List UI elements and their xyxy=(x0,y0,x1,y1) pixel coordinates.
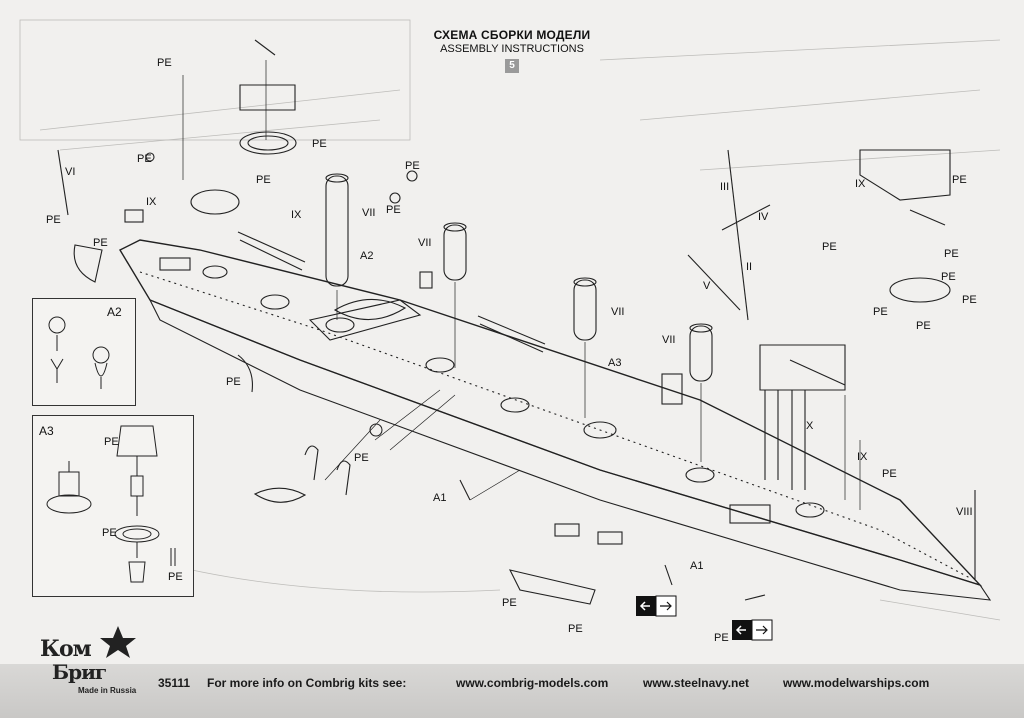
combrig-logo-line1: Ком xyxy=(40,636,92,662)
callout-roman: VII xyxy=(662,334,676,346)
callout-pe: PE xyxy=(157,57,172,69)
callout-pe: PE xyxy=(104,436,119,448)
callout-pe: PE xyxy=(46,214,61,226)
callout-pe: PE xyxy=(386,204,401,216)
inset-a3-title: A3 xyxy=(39,424,54,438)
made-in-russia: Made in Russia xyxy=(78,686,137,695)
callout-a3: A3 xyxy=(608,357,622,369)
callout-pe: PE xyxy=(822,241,837,253)
callout-roman: IX xyxy=(855,178,866,190)
callout-pe: PE xyxy=(916,320,931,332)
link-combrig[interactable]: www.combrig-models.com xyxy=(456,676,609,690)
footer-info-text: For more info on Combrig kits see: xyxy=(207,676,407,690)
callout-roman: VIII xyxy=(956,506,973,518)
callout-roman: IX xyxy=(857,451,868,463)
callout-a2: A2 xyxy=(360,250,374,262)
callout-pe: PE xyxy=(354,452,369,464)
callout-pe: PE xyxy=(102,527,117,539)
callout-pe: PE xyxy=(312,138,327,150)
callout-roman: III xyxy=(720,181,730,193)
inset-a2-drawing xyxy=(48,316,110,389)
link-steelnavy[interactable]: www.steelnavy.net xyxy=(643,676,750,690)
callout-roman: VI xyxy=(65,166,76,178)
callout-pe: PE xyxy=(941,271,956,283)
inset-a3: A3 xyxy=(32,415,194,597)
callout-roman: IX xyxy=(146,196,157,208)
callout-pe: PE xyxy=(256,174,271,186)
callout-a1: A1 xyxy=(690,560,704,572)
title-english: ASSEMBLY INSTRUCTIONS xyxy=(440,43,584,55)
callout-roman: VII xyxy=(611,306,625,318)
title-russian: СХЕМА СБОРКИ МОДЕЛИ xyxy=(433,28,591,42)
inset-a2: A2 xyxy=(32,298,136,406)
sheet-header: СХЕМА СБОРКИ МОДЕЛИ ASSEMBLY INSTRUCTION… xyxy=(0,28,1024,73)
footer-band xyxy=(0,664,1024,718)
callout-pe: PE xyxy=(962,294,977,306)
inset-a3-drawing xyxy=(46,425,176,583)
link-modelwarships[interactable]: www.modelwarships.com xyxy=(783,676,930,690)
callout-roman: X xyxy=(806,420,814,432)
callout-roman: V xyxy=(703,280,711,292)
callout-roman: IX xyxy=(291,209,302,221)
callout-pe: PE xyxy=(137,153,152,165)
callout-roman: VII xyxy=(362,207,376,219)
callout-pe: PE xyxy=(568,623,583,635)
callout-pe: PE xyxy=(168,571,183,583)
combrig-logo-line2: Бриг xyxy=(52,660,107,684)
callout-pe: PE xyxy=(502,597,517,609)
callout-pe: PE xyxy=(226,376,241,388)
callout-roman: II xyxy=(746,261,753,273)
callout-pe: PE xyxy=(714,632,729,644)
callout-pe: PE xyxy=(882,468,897,480)
callout-roman: VII xyxy=(418,237,432,249)
callout-pe: PE xyxy=(873,306,888,318)
callout-roman: IV xyxy=(758,211,769,223)
callout-a1: A1 xyxy=(433,492,447,504)
callout-pe: PE xyxy=(952,174,967,186)
kit-number: 35111 xyxy=(158,676,191,690)
inset-a2-title: A2 xyxy=(107,305,122,319)
step-number-badge: 5 xyxy=(505,59,519,73)
callout-pe: PE xyxy=(405,160,420,172)
callout-pe: PE xyxy=(93,237,108,249)
callout-pe: PE xyxy=(944,248,959,260)
